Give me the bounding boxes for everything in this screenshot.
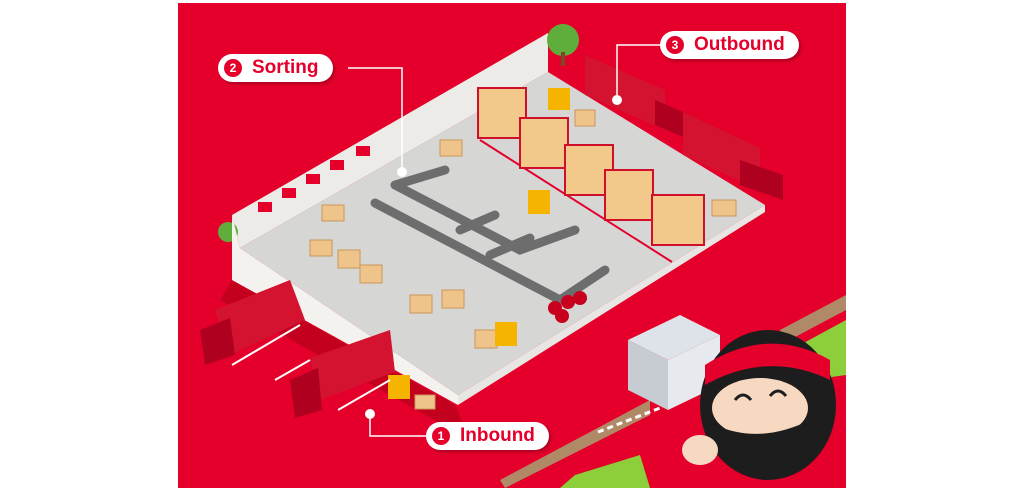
tree: [547, 24, 579, 56]
warehouse-floor: [240, 72, 765, 395]
step-number: 1: [432, 427, 450, 445]
conveyor-belts: [370, 165, 610, 306]
trucks: [200, 55, 783, 418]
callout-dots: [365, 95, 622, 419]
label-inbound: 1 Inbound: [426, 422, 549, 450]
label-sorting: 2 Sorting: [218, 54, 333, 82]
forklifts: [388, 88, 570, 399]
fence: [500, 400, 650, 488]
front-wall: [232, 215, 458, 405]
right-wall: [458, 205, 765, 405]
red-drums: [548, 291, 587, 323]
step-number: 2: [224, 59, 242, 77]
grass: [560, 455, 650, 488]
fence: [780, 295, 846, 345]
tree-trunk: [561, 52, 565, 66]
storage-shelves: [477, 87, 705, 246]
cardboard-boxes: [309, 109, 737, 410]
parking-lines: [231, 324, 391, 411]
callout-lines: [348, 44, 662, 437]
ninja-mascot: [682, 330, 836, 480]
back-wall: [232, 33, 548, 248]
barrier-gate: [597, 406, 661, 434]
step-number: 3: [666, 36, 684, 54]
wall-windows: [258, 146, 370, 212]
label-outbound: 3 Outbound: [660, 31, 799, 59]
step-label: Outbound: [694, 34, 785, 55]
step-label: Sorting: [252, 57, 319, 78]
step-label: Inbound: [460, 425, 535, 446]
floor-divider: [479, 139, 673, 263]
